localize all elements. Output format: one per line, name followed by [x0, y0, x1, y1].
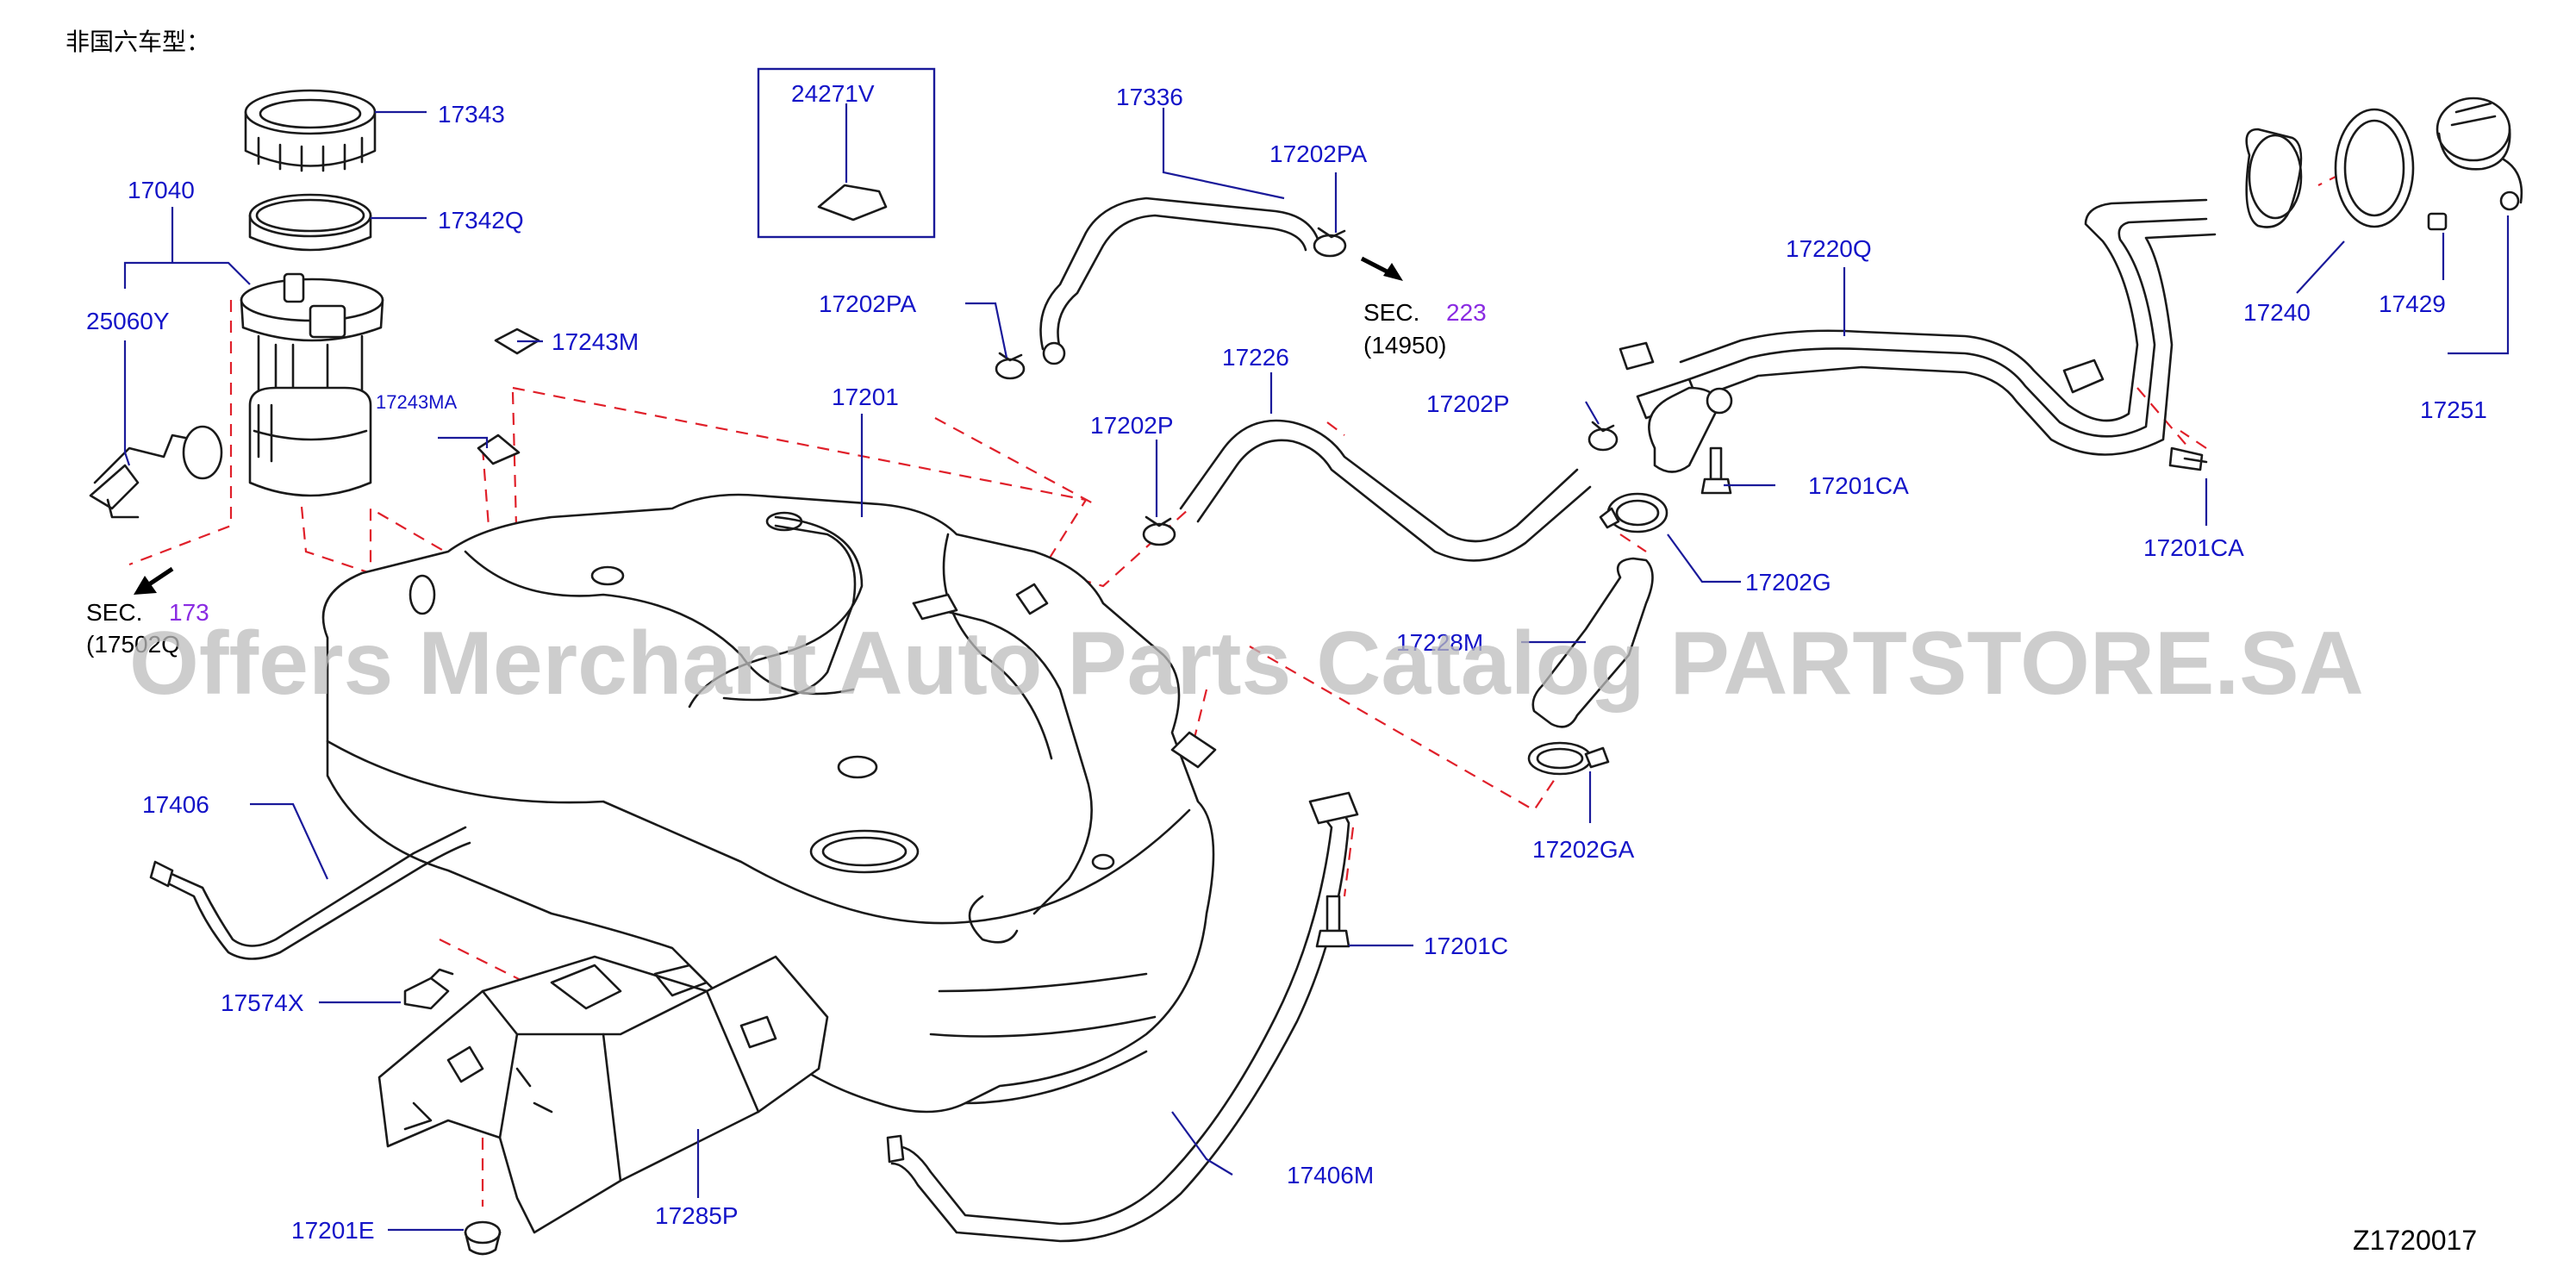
sec-223-ref: (14950) [1363, 332, 1447, 359]
label-17202pa-left[interactable]: 17202PA [819, 290, 916, 317]
lock-ring-17343 [244, 89, 377, 172]
label-17285p[interactable]: 17285P [655, 1202, 739, 1229]
gasket-17240 [2334, 108, 2415, 228]
part-labels: 17343 17342Q 17040 25060Y 24271V 17243M … [86, 80, 2487, 1244]
label-17202p-left[interactable]: 17202P [1090, 412, 1174, 439]
hose-17228m [1531, 557, 1654, 728]
label-17202g[interactable]: 17202G [1745, 569, 1831, 596]
sec-173-arrow [145, 566, 174, 589]
clamp-17202p-left [1142, 515, 1176, 546]
grommet-17201e [464, 1220, 502, 1256]
watermark: Offers Merchant Auto Parts Catalog PARTS… [129, 614, 2364, 714]
sec-173-arrowhead [134, 576, 157, 595]
bumper-17429 [2427, 212, 2448, 231]
label-17251[interactable]: 17251 [2420, 396, 2487, 423]
label-17201[interactable]: 17201 [832, 384, 899, 410]
fuel-pump-assembly [89, 272, 384, 519]
label-17201ca-right[interactable]: 17201CA [2143, 534, 2244, 561]
hose-17336 [1039, 197, 1320, 365]
label-17228m[interactable]: 17228M [1396, 629, 1483, 656]
bolt-17201ca-left [1700, 446, 1732, 495]
label-17429[interactable]: 17429 [2379, 290, 2446, 317]
label-17243ma[interactable]: 17243MA [376, 391, 458, 413]
label-17342q[interactable]: 17342Q [438, 207, 524, 234]
fuel-tank-17201 [321, 493, 1217, 1114]
seal-ring-17342q [248, 193, 372, 252]
clip-17574x [403, 968, 454, 1010]
sec-173-prefix: SEC. [86, 599, 142, 626]
sec-223-arrowhead [1383, 263, 1403, 281]
bolt-17201ca-right [2168, 446, 2208, 471]
model-note: 非国六车型： [65, 28, 210, 56]
sec-173-ref: (17502Q [86, 631, 180, 658]
fuel-cap-17251 [2436, 97, 2523, 211]
bolt-17201c [1315, 895, 1350, 948]
label-17243m[interactable]: 17243M [552, 328, 639, 355]
label-17406[interactable]: 17406 [142, 791, 209, 818]
clamp-17202p-right [1587, 421, 1619, 452]
sec-173-number[interactable]: 173 [169, 599, 209, 626]
label-25060y[interactable]: 25060Y [86, 308, 170, 334]
label-17406m[interactable]: 17406M [1287, 1162, 1374, 1189]
label-24271v[interactable]: 24271V [791, 80, 875, 107]
part-box-24271v [757, 67, 936, 239]
leader-lines [123, 103, 2510, 1232]
hose-17226 [1179, 419, 1592, 562]
label-17201c[interactable]: 17201C [1424, 933, 1508, 959]
label-17226[interactable]: 17226 [1222, 344, 1289, 371]
label-17202p-right[interactable]: 17202P [1426, 390, 1510, 417]
diagram-id: Z1720017 [2353, 1225, 2477, 1256]
section-ref-left: SEC. 173 (17502Q [86, 599, 209, 658]
filler-tube-17220q [1619, 128, 2303, 473]
label-17202pa-top[interactable]: 17202PA [1269, 140, 1367, 167]
label-17201e[interactable]: 17201E [291, 1217, 375, 1244]
label-17202ga[interactable]: 17202GA [1532, 836, 1635, 863]
label-17040[interactable]: 17040 [128, 177, 195, 203]
sec-223-number[interactable]: 223 [1446, 299, 1487, 326]
clamp-17202pa-top [1313, 227, 1347, 258]
strap-17406 [149, 826, 471, 960]
label-17336[interactable]: 17336 [1116, 84, 1183, 110]
protector-17285p [377, 955, 829, 1234]
clamp-17202ga [1527, 741, 1610, 776]
label-17220q[interactable]: 17220Q [1786, 235, 1872, 262]
section-ref-right: SEC. 223 (14950) [1363, 299, 1487, 359]
clamp-17202g [1599, 492, 1668, 533]
clamp-17202pa-left [995, 352, 1026, 380]
label-17343[interactable]: 17343 [438, 101, 505, 128]
sec-223-prefix: SEC. [1363, 299, 1419, 326]
label-17574x[interactable]: 17574X [221, 989, 304, 1016]
label-17201ca-left[interactable]: 17201CA [1808, 472, 1909, 499]
label-17240[interactable]: 17240 [2243, 299, 2311, 326]
